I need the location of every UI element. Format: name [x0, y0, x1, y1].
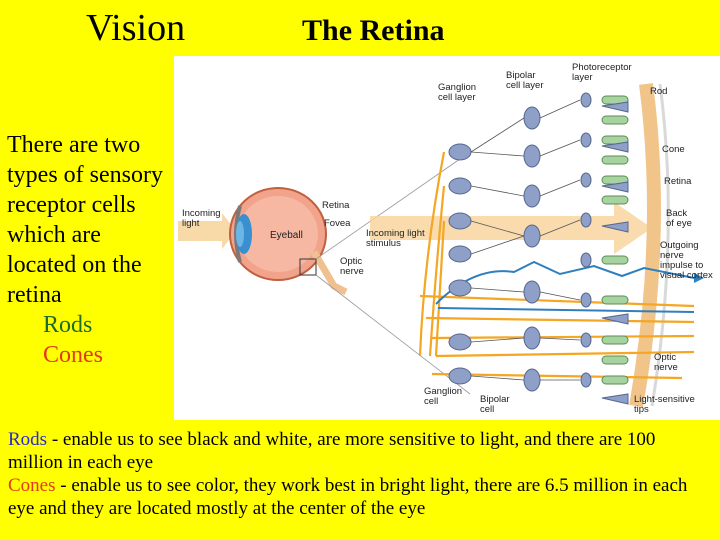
- cones-term: Cones: [8, 475, 56, 496]
- label-bipolar-cell: Bipolar cell: [480, 394, 512, 415]
- slide-title-retina: The Retina: [302, 14, 445, 47]
- cones-description: - enable us to see color, they work best…: [8, 475, 688, 519]
- label-cone: Cone: [662, 144, 685, 155]
- label-outgoing-nerve-impulse: Outgoing nerve impulse to visual cortex: [660, 240, 713, 281]
- incoming-light-arrow: [178, 213, 236, 249]
- rods-definition: Rods - enable us to see black and white,…: [8, 428, 714, 474]
- label-photoreceptor-layer: Photoreceptor layer: [572, 62, 634, 83]
- label-optic-nerve-right: Optic nerve: [654, 352, 679, 373]
- cones-definition: Cones - enable us to see color, they wor…: [8, 474, 714, 520]
- label-fovea: Fovea: [324, 218, 351, 229]
- label-incoming-light: Incoming light: [182, 208, 223, 229]
- bullet-rods: Rods: [43, 312, 93, 338]
- photoreceptor-cells: [580, 92, 629, 405]
- bullet-cones: Cones: [43, 342, 103, 368]
- label-retina-right: Retina: [664, 176, 692, 187]
- slide-title-vision: Vision: [86, 7, 186, 49]
- rods-term: Rods: [8, 429, 48, 450]
- label-light-sensitive-tips: Light-sensitive tips: [634, 394, 697, 415]
- incoming-stimulus-arrow: [370, 202, 652, 254]
- label-retina-eye: Retina: [322, 200, 350, 211]
- label-rod: Rod: [650, 86, 667, 97]
- retina-back-wall: [629, 83, 661, 408]
- label-back-of-eye: Back of eye: [666, 208, 692, 229]
- retina-diagram: Ganglion cell layer Bipolar cell layer P…: [174, 56, 720, 420]
- label-ganglion-cell: Ganglion cell: [424, 386, 465, 407]
- bipolar-cells: [523, 106, 541, 392]
- footer-definitions: Rods - enable us to see black and white,…: [8, 428, 714, 520]
- label-optic-nerve-eye: Optic nerve: [340, 256, 365, 277]
- label-eyeball: Eyeball: [270, 230, 303, 241]
- ganglion-cells: [448, 143, 472, 385]
- intro-block: There are two types of sensory receptor …: [7, 130, 172, 370]
- eyeball-graphic: [229, 187, 348, 296]
- intro-text: There are two types of sensory receptor …: [7, 132, 163, 308]
- label-incoming-light-stimulus: Incoming light stimulus: [366, 228, 427, 249]
- retina-diagram-svg: Ganglion cell layer Bipolar cell layer P…: [178, 62, 713, 415]
- outgoing-nerve-fibers: [418, 151, 695, 380]
- label-bipolar-cell-layer: Bipolar cell layer: [506, 70, 544, 91]
- rods-description: - enable us to see black and white, are …: [8, 429, 656, 473]
- label-ganglion-cell-layer: Ganglion cell layer: [438, 82, 479, 103]
